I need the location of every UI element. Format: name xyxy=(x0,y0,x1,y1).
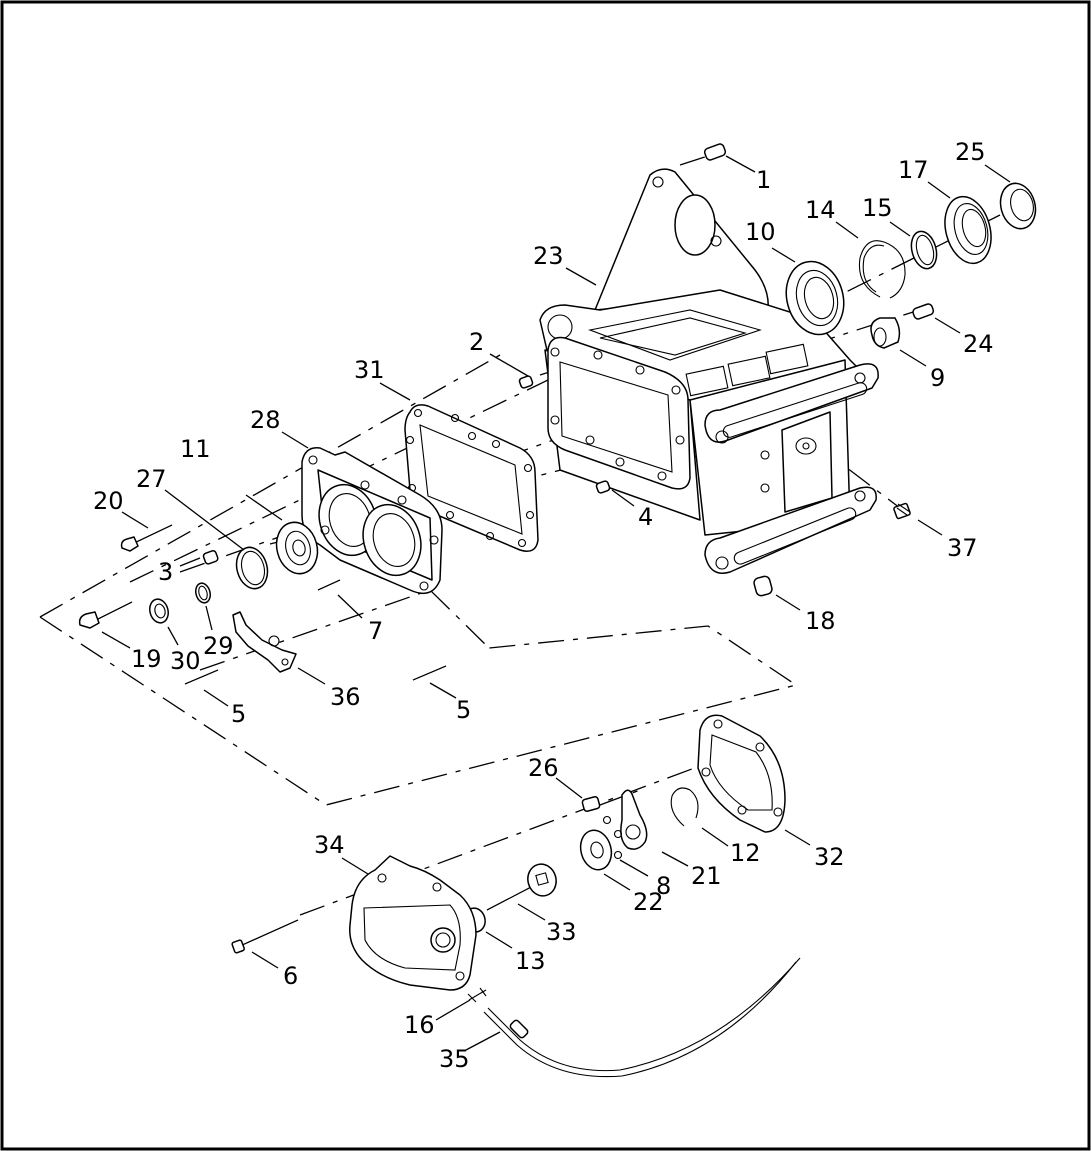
ball-bearings-8 xyxy=(602,815,623,860)
callout-37: 37 xyxy=(947,534,978,562)
callout-18: 18 xyxy=(805,607,836,635)
callout-28: 28 xyxy=(250,406,281,434)
callout-21: 21 xyxy=(691,862,722,890)
callout-19: 19 xyxy=(131,645,162,673)
callout-31: 31 xyxy=(354,356,385,384)
callout-10: 10 xyxy=(745,218,776,246)
bearing-11 xyxy=(275,521,319,575)
o-ring-15 xyxy=(910,230,938,270)
dowel-3 xyxy=(202,550,219,565)
callout-35: 35 xyxy=(439,1045,470,1073)
callout-9: 9 xyxy=(930,364,945,392)
shaft-33 xyxy=(486,863,557,911)
seal-17 xyxy=(944,195,992,265)
callout-17: 17 xyxy=(898,156,929,184)
transmission-housing xyxy=(539,168,879,574)
callout-26: 26 xyxy=(528,754,559,782)
callout-7: 7 xyxy=(368,617,383,645)
side-cover-34 xyxy=(349,855,477,991)
callout-1: 1 xyxy=(756,166,771,194)
dowel-18 xyxy=(753,575,773,597)
bracket-36 xyxy=(232,611,297,673)
spacer-25 xyxy=(999,182,1037,230)
dowel-2 xyxy=(518,375,534,389)
leader-lines xyxy=(101,155,1011,1051)
callout-2: 2 xyxy=(469,328,484,356)
callout-23: 23 xyxy=(533,242,564,270)
callout-30: 30 xyxy=(170,647,201,675)
bolt-19 xyxy=(78,601,133,629)
fitting-16 xyxy=(467,987,487,1003)
callout-6: 6 xyxy=(283,962,298,990)
retainer-22 xyxy=(579,829,613,871)
callout-13: 13 xyxy=(515,947,546,975)
callout-16: 16 xyxy=(404,1011,435,1039)
callout-3: 3 xyxy=(158,558,173,586)
callout-34: 34 xyxy=(314,831,345,859)
callout-5-right: 5 xyxy=(456,696,471,724)
retaining-ring-12 xyxy=(670,787,699,827)
bolt-6 xyxy=(231,919,299,954)
side-door-28 xyxy=(301,447,443,595)
callout-4: 4 xyxy=(638,503,653,531)
screw-5-left xyxy=(184,669,219,685)
cable-35 xyxy=(483,957,801,1078)
callout-32: 32 xyxy=(814,843,845,871)
bolt-20 xyxy=(120,524,173,552)
dowel-pin-24 xyxy=(912,303,935,320)
callout-8: 8 xyxy=(656,872,671,900)
callout-24: 24 xyxy=(963,330,994,358)
callout-36: 36 xyxy=(330,683,361,711)
o-ring-27 xyxy=(235,546,269,590)
callout-29: 29 xyxy=(203,632,234,660)
callout-25: 25 xyxy=(955,138,986,166)
callout-12: 12 xyxy=(730,839,761,867)
callout-labels: 1 2 3 4 5 5 6 7 8 9 10 11 12 13 14 15 16… xyxy=(93,138,994,1073)
plug-37 xyxy=(893,502,911,520)
o-ring-29 xyxy=(195,582,211,604)
callout-14: 14 xyxy=(805,196,836,224)
screw-5-right xyxy=(412,665,447,681)
callout-5-left: 5 xyxy=(231,700,246,728)
callout-15: 15 xyxy=(862,194,893,222)
callout-11: 11 xyxy=(180,435,211,463)
callout-22: 22 xyxy=(633,888,664,916)
dowel-7 xyxy=(317,579,341,591)
callout-27: 27 xyxy=(136,465,167,493)
detent-26 xyxy=(581,796,601,812)
callout-33: 33 xyxy=(546,918,577,946)
dowel-4 xyxy=(595,480,611,494)
dowel-pin-1 xyxy=(703,143,727,161)
shifter-cam-21 xyxy=(620,789,648,850)
retaining-ring-14 xyxy=(858,240,906,299)
bushing-9 xyxy=(870,317,901,349)
gasket-32 xyxy=(697,714,786,833)
bearing-10 xyxy=(785,260,845,336)
seal-30 xyxy=(149,598,169,624)
callout-20: 20 xyxy=(93,487,124,515)
